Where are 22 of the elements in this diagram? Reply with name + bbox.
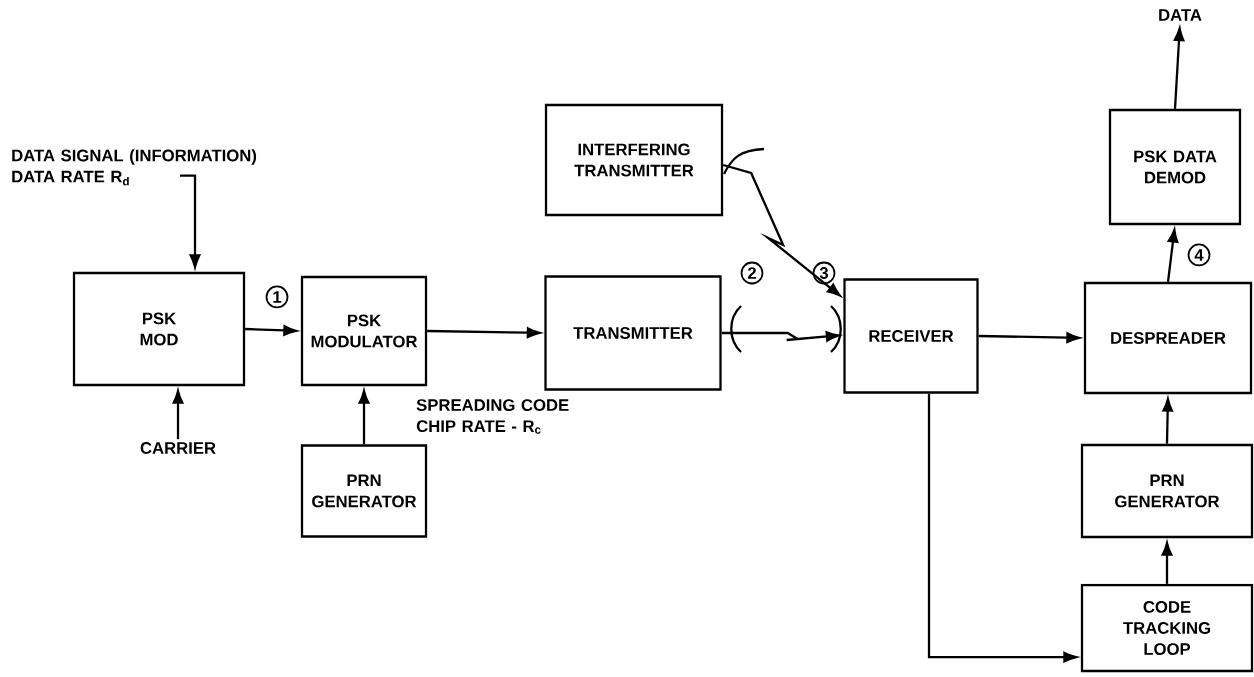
arrow: [722, 163, 841, 297]
arrow: [721, 331, 840, 342]
signal-text: DATA SIGNAL (INFORMATION) DATA RATE R$_{d}$: [12, 149, 257, 186]
block-box: TRANSMITTER: [544, 275, 722, 391]
arrow: [427, 327, 541, 339]
callout-number: 1: [265, 285, 289, 309]
callout-number: 4: [1187, 243, 1211, 267]
block-box: CODE TRACKING LOOP: [1080, 583, 1254, 673]
signal-text: CARRIER: [140, 442, 216, 454]
block-box: PSK DATA DEMOD: [1108, 108, 1242, 226]
callout-number: 2: [740, 261, 764, 285]
edge-label: SPREADING CODE CHIP RATE - R$_{c}$: [416, 399, 569, 434]
callout-number: 3: [812, 261, 836, 285]
signal-text: DATA: [1159, 9, 1202, 21]
block-box: INTERFERING TRANSMITTER: [544, 103, 724, 217]
arrow: [1173, 27, 1185, 109]
block-box: PRN GENERATOR: [300, 444, 428, 538]
block-box: PSK MOD: [72, 271, 246, 387]
block-box: DESPREADER: [1083, 281, 1253, 395]
block-box: RECEIVER: [843, 278, 979, 394]
block-box: PSK MODULATOR: [300, 275, 428, 387]
block-box: PRN GENERATOR: [1080, 443, 1254, 539]
